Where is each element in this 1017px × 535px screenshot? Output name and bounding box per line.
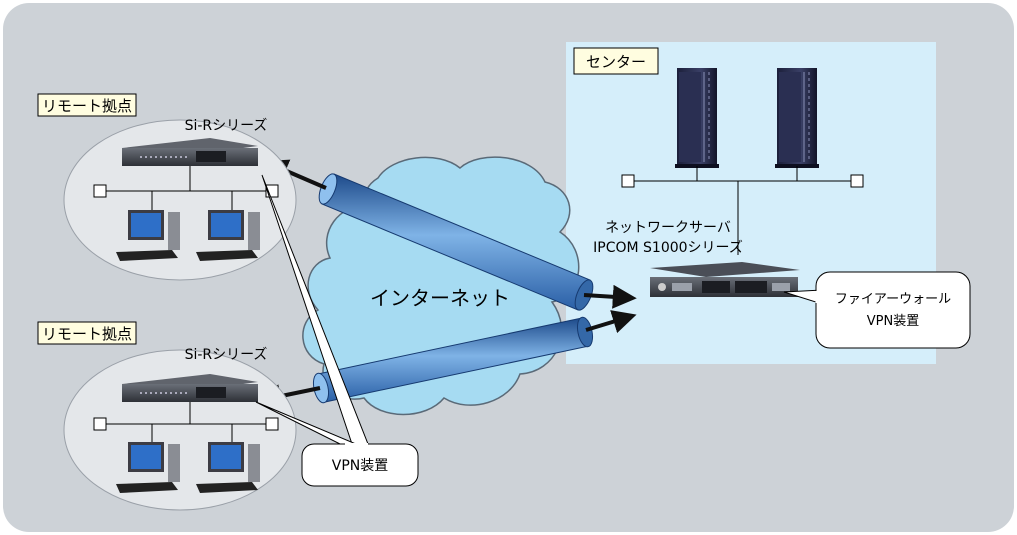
remote-site-2-label: リモート拠点 [42,325,132,343]
arrow-to-ipcom-lower [585,310,637,334]
center-lan [634,166,851,255]
remote-site-1-router-label: Si-Rシリーズ [185,118,268,134]
center-label: センター [586,53,646,71]
pc-2a [116,442,180,493]
remote-site-2: リモート拠点 Si-Rシリーズ [37,321,297,511]
firewall-callout-line2: VPN装置 [867,314,919,329]
vpn-device-callout: VPN装置 [255,174,419,487]
remote-site-2-router-label: Si-Rシリーズ [185,347,268,363]
ipcom-device [650,262,800,297]
pc-1b [196,210,260,261]
pc-1a [116,210,180,261]
center-label-box: センター [573,47,659,75]
firewall-callout-line1: ファイアーウォール [835,292,951,307]
internet-label: インターネット [370,286,510,310]
router-2 [122,374,258,402]
server-rack-1 [675,68,719,168]
remote-site-1-label: リモート拠点 [42,97,132,115]
vpn-device-callout-text: VPN装置 [332,458,389,474]
server-rack-2 [775,68,819,168]
lan-port-left [621,174,635,188]
remote-site-1: リモート拠点 Si-Rシリーズ [37,93,297,281]
server-label-line1: ネットワークサーバ [605,220,731,236]
lan-port-right [850,174,864,188]
arrow-to-ipcom-upper [583,284,637,309]
pc-2b [196,442,260,493]
router-1 [122,138,258,166]
server-label-line2: IPCOM S1000シリーズ [593,240,743,256]
vpn-tunnel-lower [312,316,594,404]
firewall-callout: ファイアーウォール VPN装置 [783,271,971,349]
